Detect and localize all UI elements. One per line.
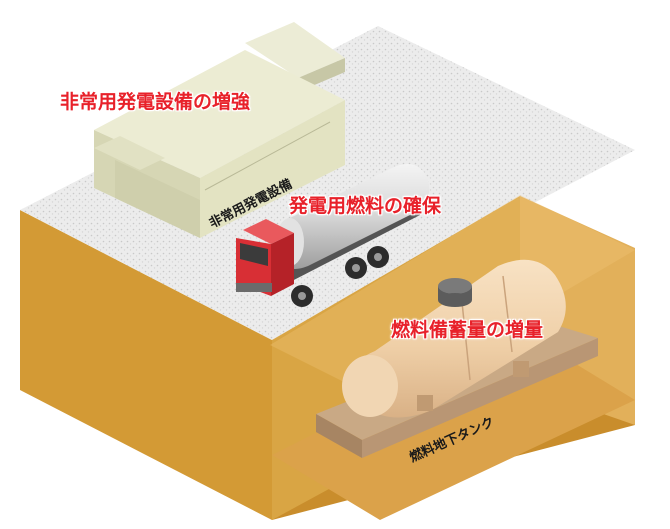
truck-cab-top bbox=[243, 219, 294, 244]
soil-left-face bbox=[20, 210, 272, 520]
tank-support-2 bbox=[513, 361, 529, 377]
truck-cab-side bbox=[271, 233, 294, 296]
gravel-surface bbox=[20, 26, 635, 340]
truck-bumper bbox=[236, 283, 272, 292]
front-step-face bbox=[115, 160, 200, 238]
manhole-cover bbox=[438, 278, 472, 307]
front-step-top bbox=[94, 136, 165, 170]
truck-tank bbox=[277, 164, 430, 269]
slab-side bbox=[362, 338, 598, 458]
tank-body bbox=[350, 259, 566, 418]
tank-support bbox=[417, 395, 433, 411]
truck-windshield bbox=[240, 243, 268, 266]
tanker-truck bbox=[236, 164, 430, 307]
fuel-tank bbox=[342, 259, 566, 418]
tank-seam bbox=[461, 301, 471, 381]
main-right bbox=[200, 100, 345, 238]
callout-fuel-supply: 発電用燃料の確保 bbox=[289, 195, 442, 217]
panel-line bbox=[204, 121, 331, 191]
callout-fuel-storage: 燃料備蓄量の増量 bbox=[391, 319, 544, 341]
tank-end-cap bbox=[342, 355, 398, 417]
callout-generator-upgrade: 非常用発電設備の増強 bbox=[60, 91, 251, 113]
slab-front bbox=[316, 414, 362, 458]
tank-seam-2 bbox=[502, 275, 513, 353]
main-top bbox=[94, 50, 345, 178]
generator-building bbox=[94, 22, 345, 238]
roof-unit-top bbox=[245, 22, 345, 78]
